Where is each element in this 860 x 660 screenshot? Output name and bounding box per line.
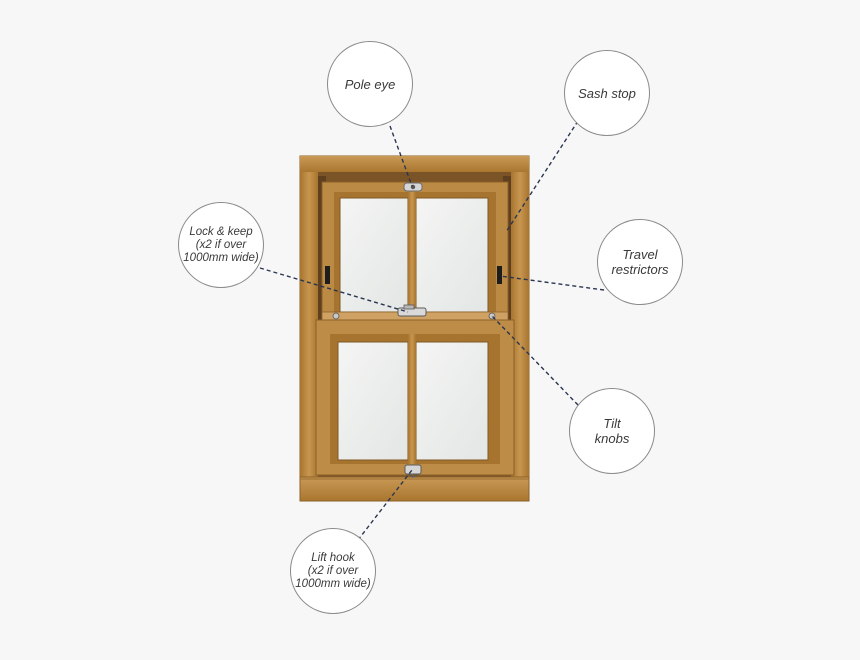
window-sill [299, 476, 530, 502]
callout-lock-keep-label: Lock & keep (x2 if over 1000mm wide) [183, 225, 259, 264]
callout-tilt-knobs-label: Tilt knobs [594, 416, 630, 446]
pole-eye-hardware [403, 182, 423, 192]
lock-keep-hardware [397, 304, 427, 317]
travel-restrictor-right [497, 266, 502, 284]
lower-sash [315, 319, 515, 476]
leader-line-pole-eye [389, 125, 413, 187]
callout-travel-restrictors: Travel restrictors [597, 219, 683, 305]
leader-line-travel-restrictors [499, 275, 605, 291]
callout-travel-restrictors-label: Travel restrictors [611, 247, 669, 277]
upper-sash [321, 181, 509, 321]
callout-sash-stop-label: Sash stop [578, 85, 636, 101]
travel-restrictor-left [325, 266, 330, 284]
callout-pole-eye-label: Pole eye [344, 76, 396, 92]
callout-lift-hook: Lift hook (x2 if over 1000mm wide) [290, 528, 376, 614]
callout-lock-keep: Lock & keep (x2 if over 1000mm wide) [178, 202, 264, 288]
callout-pole-eye: Pole eye [327, 41, 413, 127]
leader-line-lock-keep [259, 267, 409, 313]
callout-tilt-knobs: Tilt knobs [569, 388, 655, 474]
callout-sash-stop: Sash stop [564, 50, 650, 136]
leader-line-lift-hook [357, 469, 413, 541]
tilt-knob-left [332, 312, 340, 320]
lift-hook-hardware [404, 464, 422, 478]
leader-line-sash-stop [505, 120, 579, 233]
callout-lift-hook-label: Lift hook (x2 if over 1000mm wide) [295, 551, 371, 590]
